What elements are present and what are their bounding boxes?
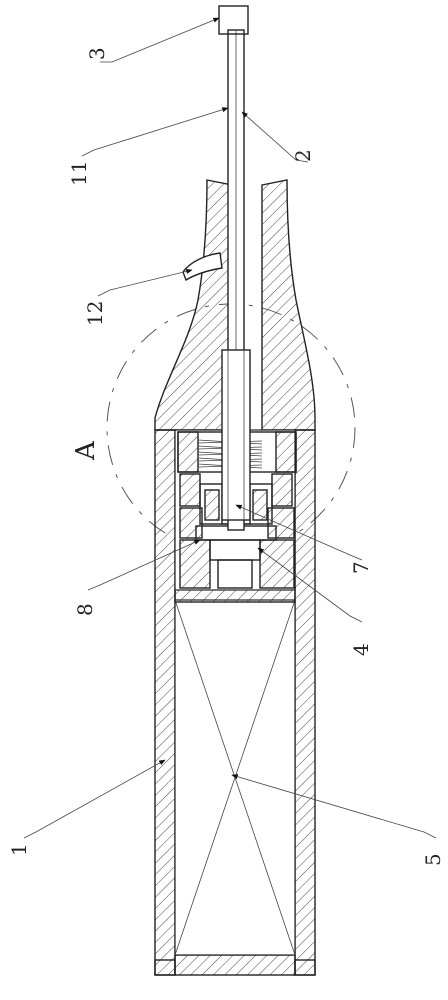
label-8: 8 bbox=[73, 603, 97, 616]
label-2: 2 bbox=[291, 149, 315, 162]
label-12: 12 bbox=[83, 301, 107, 326]
label-3: 3 bbox=[85, 47, 109, 60]
labels: 3 2 11 12 A 7 8 4 1 5 bbox=[7, 47, 445, 866]
label-5: 5 bbox=[421, 853, 445, 866]
side-button bbox=[182, 252, 223, 282]
central-rod bbox=[221, 29, 251, 531]
label-7: 7 bbox=[349, 561, 373, 574]
label-1: 1 bbox=[7, 843, 31, 856]
leader-lines bbox=[23, 17, 437, 839]
label-a: A bbox=[71, 440, 101, 461]
label-4: 4 bbox=[349, 643, 373, 656]
label-11: 11 bbox=[67, 161, 91, 186]
